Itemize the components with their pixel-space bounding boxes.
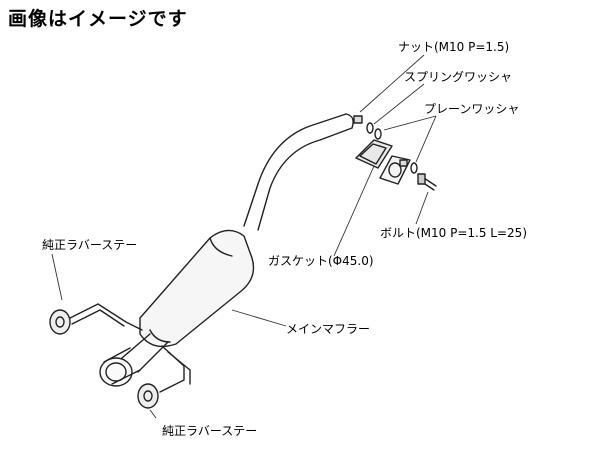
nut-part — [353, 115, 408, 167]
label-bolt: ボルト(M10 P=1.5 L=25) — [380, 226, 528, 240]
label-main-muffler: メインマフラー — [286, 322, 371, 336]
washer-parts — [366, 122, 418, 174]
label-rubber-stay-top: 純正ラバーステー — [42, 238, 138, 252]
front-pipe — [243, 113, 354, 231]
label-nut: ナット(M10 P=1.5) — [398, 40, 510, 54]
main-muffler-body — [139, 229, 255, 348]
leader-lines — [51, 54, 437, 419]
gasket-part — [355, 139, 393, 169]
label-plain-washer: プレーンワッシャ — [424, 102, 520, 116]
label-spring-washer: スプリングワッシャ — [404, 70, 513, 84]
rubber-stay-top-part — [49, 309, 71, 335]
label-gasket: ガスケット(Φ45.0) — [268, 254, 374, 268]
label-rubber-stay-bottom: 純正ラバーステー — [162, 424, 258, 438]
hanger-rods — [69, 303, 191, 393]
tail-pipe — [99, 333, 169, 387]
rubber-stay-bottom-part — [137, 383, 159, 409]
page-title: 画像はイメージです — [8, 8, 188, 30]
bolt-part — [417, 173, 437, 191]
